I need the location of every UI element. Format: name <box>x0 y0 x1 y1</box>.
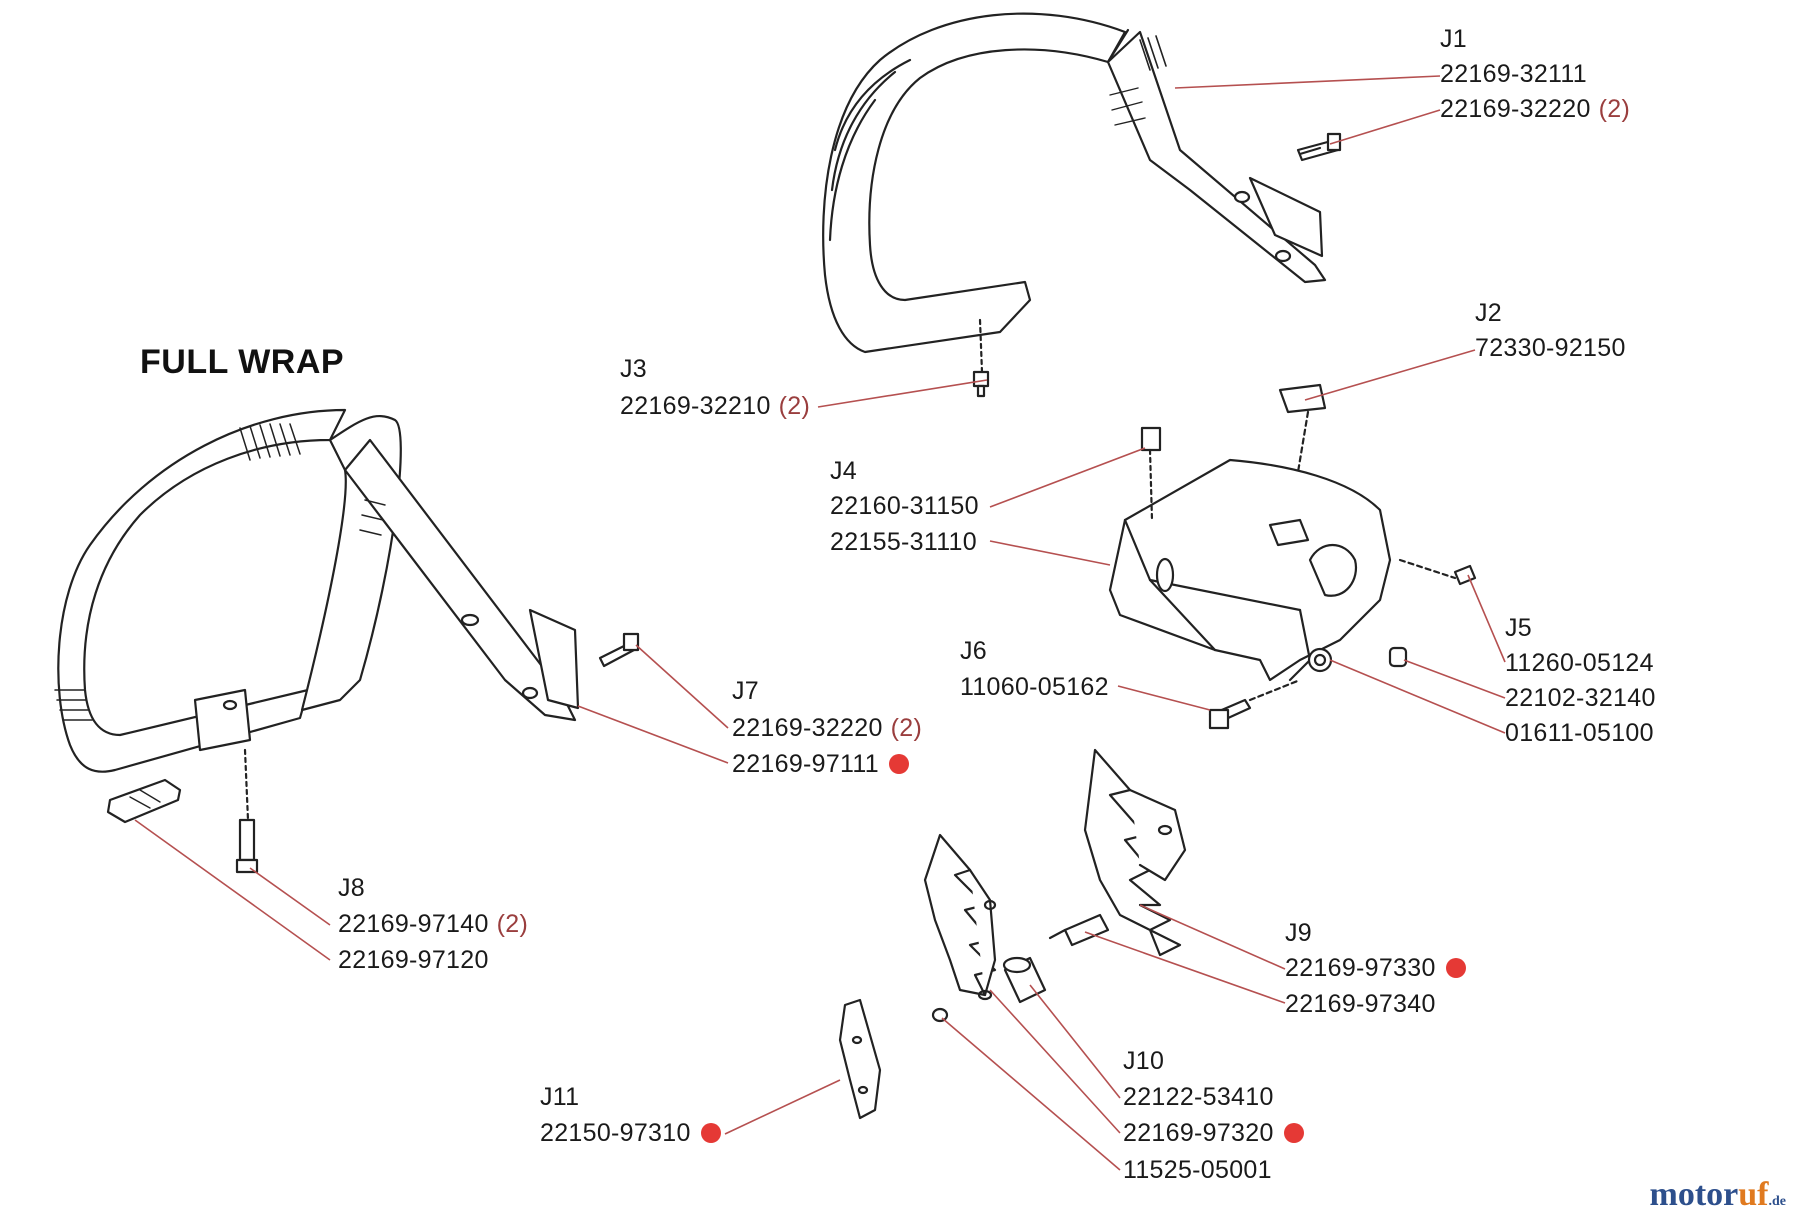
ref-j2: J2 <box>1475 299 1503 327</box>
part-j4-1: 22160-31150 <box>830 492 979 520</box>
brand-logo[interactable]: motoruf.de <box>1649 1176 1786 1213</box>
part-j5-2: 22102-32140 <box>1505 684 1656 712</box>
ref-j4: J4 <box>830 457 858 485</box>
bumper-spikes-drawing <box>838 748 1187 1120</box>
part-j9-2: 22169-97340 <box>1285 990 1436 1018</box>
ref-j9: J9 <box>1285 919 1313 947</box>
part-j5-1: 11260-05124 <box>1505 649 1654 677</box>
part-j8-1: 22169-97140(2) <box>338 910 529 938</box>
qty-j3-1: (2) <box>778 392 811 420</box>
part-j3-1: 22169-32210(2) <box>620 392 811 420</box>
part-j1-2: 22169-32220(2) <box>1440 95 1631 123</box>
ref-j1: J1 <box>1440 25 1468 53</box>
ref-j7: J7 <box>732 677 760 705</box>
qty-j8-1: (2) <box>496 910 529 938</box>
part-j4-2: 22155-31110 <box>830 528 977 556</box>
part-j2-1: 72330-92150 <box>1475 334 1626 362</box>
leader-lines <box>134 75 1506 1171</box>
marker-dot-j7-2 <box>888 754 909 774</box>
part-j6-1: 11060-05162 <box>960 673 1109 701</box>
ref-j10: J10 <box>1123 1047 1165 1075</box>
qty-j1-2: (2) <box>1598 95 1631 123</box>
qty-j7-1: (2) <box>890 714 923 742</box>
part-j8-2: 22169-97120 <box>338 946 489 974</box>
upper-handguard-drawing <box>822 12 1342 398</box>
part-j10-1: 22122-53410 <box>1123 1083 1274 1111</box>
marker-dot-j9-1 <box>1445 958 1466 978</box>
part-j10-3: 11525-05001 <box>1123 1156 1272 1184</box>
part-j5-3: 01611-05100 <box>1505 719 1654 747</box>
chain-cover-drawing <box>1108 383 1477 730</box>
part-j1-1: 22169-32111 <box>1440 60 1587 88</box>
marker-dot-j11-1 <box>700 1123 721 1143</box>
part-j9-1: 22169-97330 <box>1285 953 1466 983</box>
marker-dot-j10-2 <box>1283 1123 1304 1143</box>
ref-j5: J5 <box>1505 614 1533 642</box>
part-j7-2: 22169-97111 <box>732 749 909 779</box>
part-j11-1: 22150-97310 <box>540 1118 721 1148</box>
part-j7-1: 22169-32220(2) <box>732 714 923 742</box>
ref-j6: J6 <box>960 637 988 665</box>
ref-j8: J8 <box>338 874 366 902</box>
full-wrap-handguard-drawing <box>54 408 640 874</box>
diagram-title: FULL WRAP <box>140 343 345 381</box>
ref-j11: J11 <box>540 1083 580 1111</box>
ref-j3: J3 <box>620 355 648 383</box>
part-j10-2: 22169-97320 <box>1123 1118 1304 1148</box>
